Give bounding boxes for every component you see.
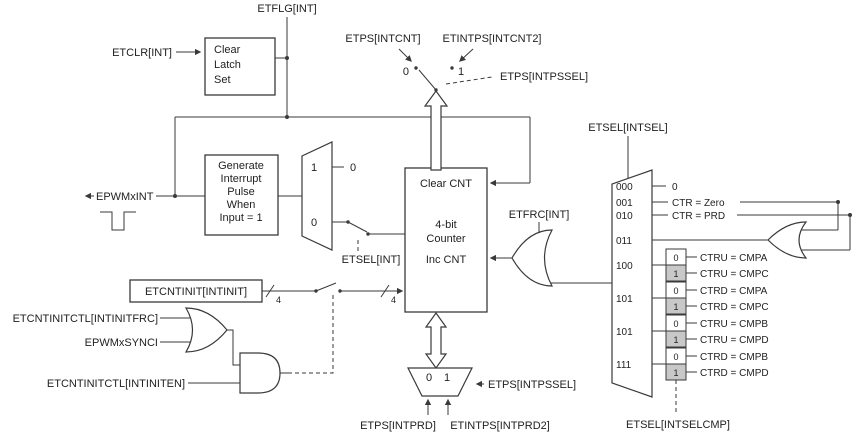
counter-period-hollow-arrow [424,311,448,370]
wiring [84,17,851,415]
mux-code: 101 [616,327,633,338]
mux-code: 100 [616,261,633,272]
cmp-input-label: CTRU = CMPB [700,319,768,330]
clear-cnt-label: Clear CNT [420,178,472,190]
pulse-gen-line: Pulse [227,186,255,198]
bus-width-label: 4 [276,295,281,305]
or-gate-inc [511,229,554,287]
four-bit-counter-box [404,167,488,313]
ctr-prd-label: CTR = PRD [672,211,725,222]
cmp-input-label: CTRU = CMPC [700,269,769,280]
switch-pos-1: 1 [458,66,464,78]
etsel-intsel-label: ETSEL[INTSEL] [588,122,667,134]
etfrc-label: ETFRC[INT] [509,209,570,221]
cmp-mux-0: 0 [673,319,678,329]
cmp-input-label: CTRD = CMPB [700,352,768,363]
etps-intpssel-bottom-label: ETPS[INTPSSEL] [488,379,576,391]
etintps-intprd2-label: ETINTPS[INTPRD2] [450,420,550,432]
cmp-mux-2: 0 1 [665,281,687,315]
latch-line: Set [214,74,231,86]
cmp-mux-1-label: 1 [673,269,678,279]
cmp-input-label: CTRD = CMPD [700,368,769,379]
clear-latch-set-box [204,37,276,96]
mux-code: 000 [616,182,633,193]
pulse-gen-line: When [227,199,256,211]
cmp-mux-1: 0 1 [665,248,687,282]
etflg-label: ETFLG[INT] [257,3,316,15]
cmp-mux-0: 0 [673,352,678,362]
pulse-gen-line: Input = 1 [219,212,262,224]
mux-code: 001 [616,198,633,209]
event-select-mux [611,169,653,398]
cmp-mux-3: 0 1 [665,314,687,348]
mux-code: 010 [616,211,633,222]
inc-cnt-label: Inc CNT [426,254,467,266]
epwmxint-label: EPWMxINT [96,191,154,203]
cmp-input-label: CTRD = CMPA [700,286,768,297]
junction-dots [173,56,852,293]
cmp-mux-0: 0 [673,286,678,296]
latch-line: Clear [214,44,241,56]
control-dashed-lines [288,76,677,414]
or-gate-zero-prd [767,221,808,259]
constant-zero: 0 [672,182,678,193]
etclr-label: ETCLR[INT] [112,47,172,59]
intiniten-label: ETCNTINITCTL[INTINITEN] [47,378,185,390]
etcntinit-box [129,279,263,303]
mux-input-0: 0 [426,372,432,384]
etsel-intselcmp-label: ETSEL[INTSELCMP] [626,419,730,431]
pulse-generator-box [204,154,279,236]
etps-intcnt-label: ETPS[INTCNT] [345,33,420,45]
cmp-input-label: CTRD = CMPC [700,302,769,313]
cmp-mux-1-label: 1 [673,335,678,345]
cmp-mux-1-label: 1 [673,368,678,378]
counter-name: 4-bit [435,219,456,231]
epwmxint-label-bg [94,189,156,202]
intinitfrc-label: ETCNTINITCTL[INTINITFRC] [13,313,158,325]
latch-line: Latch [214,59,241,71]
cmp-mux-4: 0 1 [665,347,687,381]
and-gate-init [239,352,281,394]
counter-up-hollow-arrow [423,89,449,171]
period-select-mux [407,367,473,397]
epwmxsynci-label: EPWMxSYNCI [85,337,158,349]
ctr-zero-label: CTR = Zero [672,198,725,209]
switch-pos-0: 0 [403,66,409,78]
mux-input-1: 1 [311,162,317,174]
pulse-waveform-icon [100,211,136,231]
cmp-mux-0: 0 [673,253,678,263]
constant-zero: 0 [350,162,356,174]
mux-input-0: 0 [311,217,317,229]
etcntinit-label: ETCNTINIT[INTINIT] [145,286,247,298]
cmp-mux-1-label: 1 [673,302,678,312]
int-enable-mux [301,141,333,251]
mux-code: 101 [616,294,633,305]
counter-name: Counter [426,233,465,245]
mux-input-1: 1 [444,372,450,384]
or-gate-init [184,307,228,353]
mux-code: 011 [616,236,632,247]
etps-intprd-label: ETPS[INTPRD] [360,420,436,432]
bus-width-label: 4 [391,295,396,305]
cmp-input-label: CTRU = CMPD [700,335,769,346]
mux-code: 111 [616,360,632,371]
pulse-gen-line: Generate [218,160,264,172]
etps-intpssel-top-label: ETPS[INTPSSEL] [500,71,588,83]
etintps-intcnt2-label: ETINTPS[INTCNT2] [442,33,541,45]
cmp-input-label: CTRU = CMPA [700,253,768,264]
pulse-gen-line: Interrupt [221,173,262,185]
etsel-int-label: ETSEL[INT] [342,254,401,266]
